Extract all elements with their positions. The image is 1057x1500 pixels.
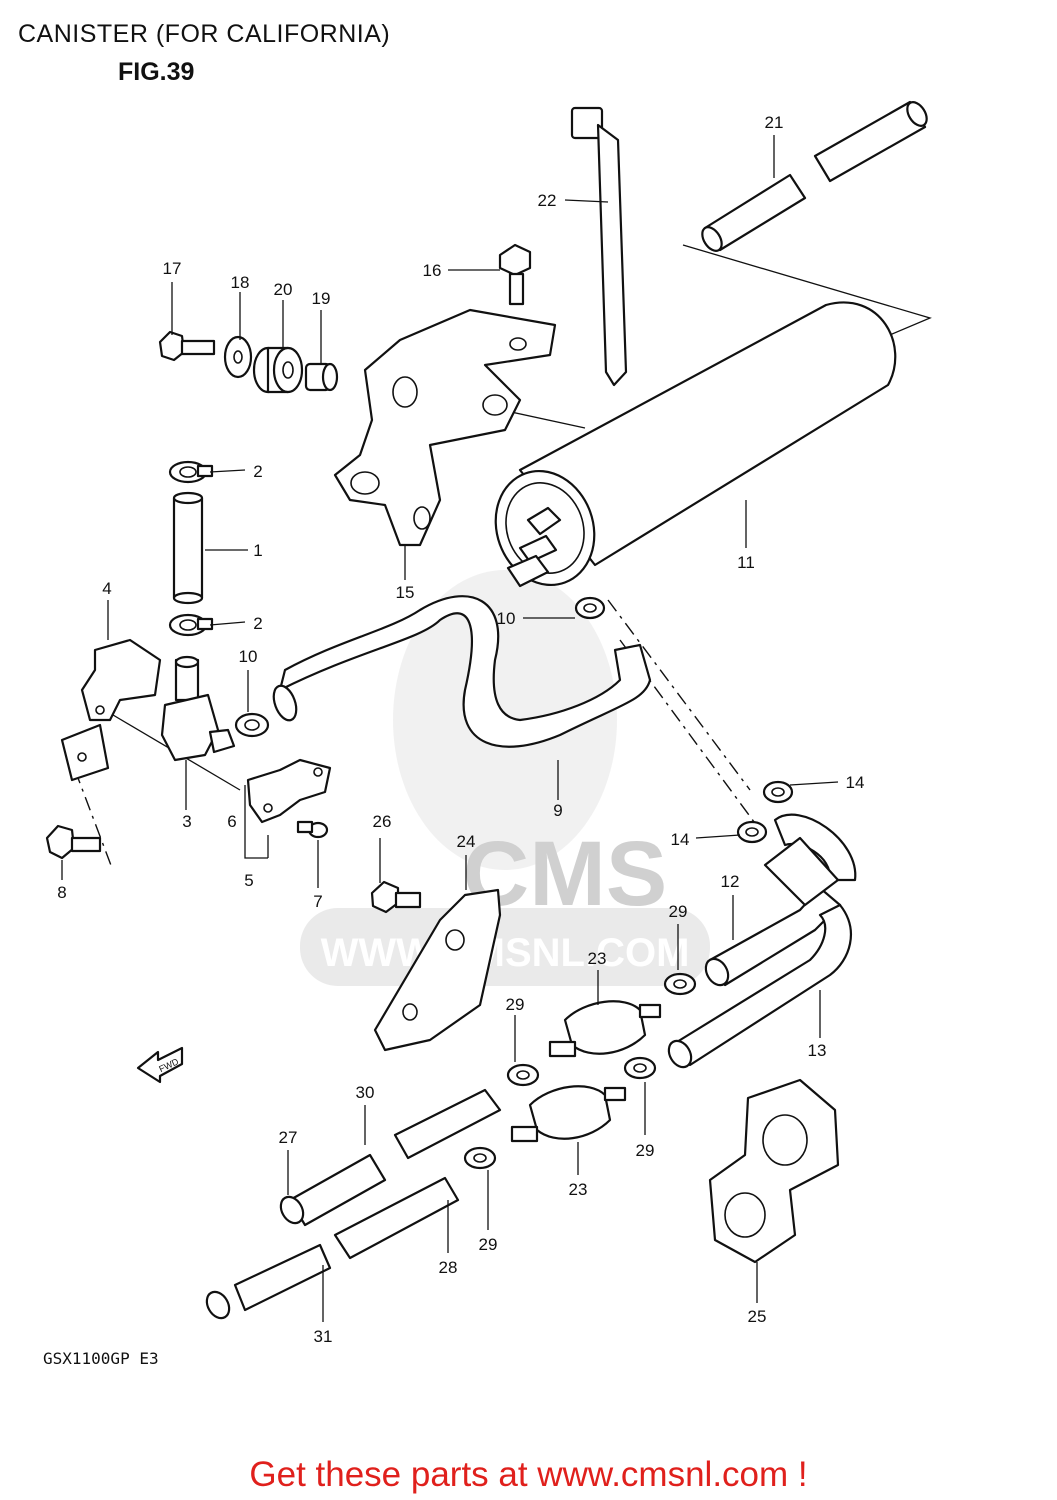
fwd-arrow-icon: FWD xyxy=(136,1046,184,1084)
watermark-url: WWW.CMSNL.COM xyxy=(321,931,690,975)
callout-10-left: 10 xyxy=(239,647,258,666)
part-16-bolt xyxy=(498,243,532,306)
cms-watermark: CMS WWW.CMSNL.COM xyxy=(300,570,710,986)
callout-28: 28 xyxy=(439,1258,458,1277)
part-29-clamp-1 xyxy=(663,972,697,996)
callout-9: 9 xyxy=(553,801,562,820)
callout-18: 18 xyxy=(231,273,250,292)
callout-22: 22 xyxy=(538,191,557,210)
callout-6: 6 xyxy=(227,812,236,831)
part-2-clamp-top xyxy=(168,460,214,484)
callout-5: 5 xyxy=(244,871,253,890)
figure-label: FIG.39 xyxy=(118,58,195,86)
part-4-bracket xyxy=(60,638,162,782)
part-19-collar xyxy=(304,362,339,392)
part-29-clamp-4 xyxy=(463,1146,497,1170)
part-28-hose xyxy=(333,1176,460,1260)
leader-lines xyxy=(61,135,839,1322)
callout-29-a: 29 xyxy=(669,902,688,921)
part-29-clamp-2 xyxy=(506,1063,540,1087)
part-2-clamp-bottom xyxy=(168,613,214,637)
callout-20: 20 xyxy=(274,280,293,299)
callout-29-b: 29 xyxy=(506,995,525,1014)
callout-10-right: 10 xyxy=(497,609,516,628)
part-12-hose xyxy=(704,813,857,987)
part-31-hose xyxy=(205,1243,332,1320)
part-20-grommet xyxy=(252,346,304,394)
part-10-clamp-right xyxy=(574,596,606,620)
callout-23-lower: 23 xyxy=(569,1180,588,1199)
part-29-clamp-3 xyxy=(623,1056,657,1080)
callout-4: 4 xyxy=(102,579,111,598)
callout-11: 11 xyxy=(737,553,755,572)
callout-17: 17 xyxy=(163,259,182,278)
part-30-hose xyxy=(393,1088,502,1160)
callout-3: 3 xyxy=(182,812,191,831)
callout-2-bottom: 2 xyxy=(253,614,262,633)
part-7-screw xyxy=(296,820,329,839)
part-24-bracket xyxy=(373,888,502,1052)
callout-21: 21 xyxy=(765,113,784,132)
part-27-hose xyxy=(279,1153,387,1227)
callout-16: 16 xyxy=(423,261,442,280)
callout-19: 19 xyxy=(312,289,331,308)
part-13-hose xyxy=(667,903,852,1069)
part-3-valve xyxy=(160,655,236,762)
callout-24: 24 xyxy=(457,832,476,851)
callout-31: 31 xyxy=(314,1327,333,1346)
callout-26: 26 xyxy=(373,812,392,831)
callout-13: 13 xyxy=(808,1041,827,1060)
callout-12: 12 xyxy=(721,872,740,891)
part-10-clamp-left xyxy=(234,712,270,738)
callout-1: 1 xyxy=(253,541,262,560)
part-18-washer xyxy=(223,335,253,379)
part-25-holder xyxy=(708,1078,840,1264)
callout-15: 15 xyxy=(396,583,415,602)
part-1-hose xyxy=(172,491,204,605)
part-23-filter-lower xyxy=(510,1085,627,1143)
part-9-hose xyxy=(272,595,652,748)
part-22-cable-tie xyxy=(570,106,628,387)
part-11-canister xyxy=(494,301,897,588)
callout-23-upper: 23 xyxy=(588,949,607,968)
callout-27: 27 xyxy=(279,1128,298,1147)
callout-7: 7 xyxy=(313,892,322,911)
part-6-clip xyxy=(246,758,332,824)
callout-30: 30 xyxy=(356,1083,375,1102)
callout-labels: 1 2 2 3 4 5 6 7 8 9 10 10 11 12 13 14 14… xyxy=(57,113,864,1346)
callout-8: 8 xyxy=(57,883,66,902)
part-17-bolt xyxy=(158,330,216,362)
callout-29-d: 29 xyxy=(479,1235,498,1254)
callout-14-left: 14 xyxy=(671,830,690,849)
part-15-bracket xyxy=(333,308,557,547)
part-14-clamp-upper xyxy=(762,780,794,804)
callout-14-right: 14 xyxy=(846,773,865,792)
part-21-hose xyxy=(701,100,928,252)
part-26-bolt xyxy=(370,880,422,914)
callout-2-top: 2 xyxy=(253,462,262,481)
callout-29-c: 29 xyxy=(636,1141,655,1160)
callout-25: 25 xyxy=(748,1307,767,1326)
part-23-filter-upper xyxy=(548,1000,662,1058)
page-title: CANISTER (FOR CALIFORNIA) xyxy=(18,20,391,48)
part-8-bolt xyxy=(45,824,102,860)
part-14-clamp-lower xyxy=(736,820,768,844)
promo-link[interactable]: Get these parts at www.cmsnl.com ! xyxy=(249,1455,808,1494)
model-code: GSX1100GP E3 xyxy=(43,1349,159,1368)
